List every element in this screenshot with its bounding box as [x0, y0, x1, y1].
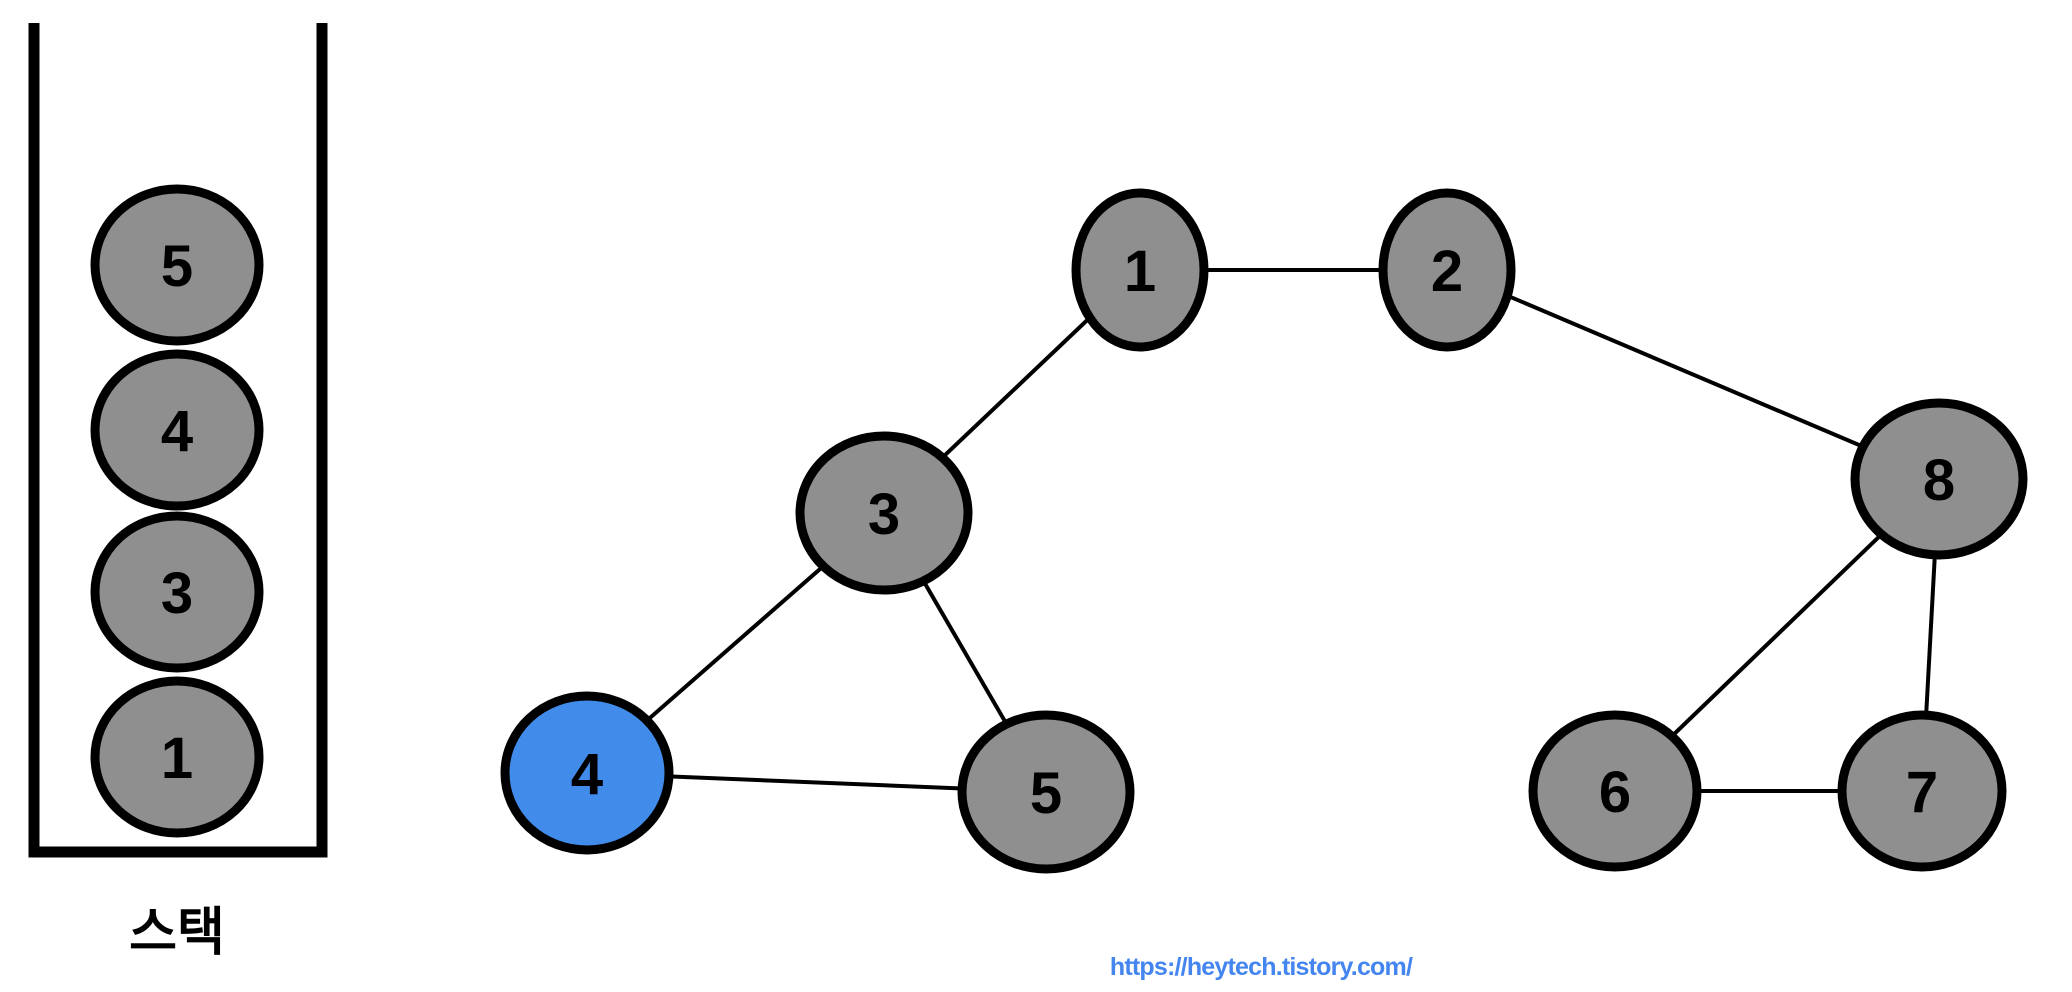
graph-node-5: 5 [957, 710, 1135, 874]
graph-node-circle [1528, 710, 1702, 872]
stack-item-circle [90, 511, 264, 673]
stack-item-circle [90, 184, 264, 346]
stack-item-label: 3 [161, 561, 193, 626]
stack-item-label: 1 [161, 726, 193, 791]
graph-node-circle [1850, 398, 2028, 560]
graph-node-label: 6 [1599, 760, 1631, 825]
graph-node-8: 8 [1850, 398, 2028, 560]
stack-container-outline [28, 23, 328, 858]
graph-node-label: 2 [1431, 239, 1463, 304]
graph-node-7: 7 [1837, 710, 2007, 872]
graph-node-3: 3 [795, 431, 973, 595]
graph-edges [585, 268, 1941, 794]
graph-node-circle [1378, 188, 1516, 352]
graph-node-label: 4 [571, 742, 603, 807]
graph-nodes: 1 2 3 4 5 6 7 8 [500, 188, 2028, 874]
stack-item-circle [90, 676, 264, 838]
graph-node-label: 1 [1124, 239, 1156, 304]
graph-node-circle-current [500, 691, 674, 855]
edge-2-8 [1446, 268, 1940, 481]
graph-node-label: 3 [868, 482, 900, 547]
stack-items: 5 4 3 1 [90, 184, 264, 838]
stack-item-3: 3 [90, 511, 264, 673]
graph-node-4: 4 [500, 691, 674, 855]
stack-item-circle [90, 349, 264, 511]
site-watermark-link: https://heytech.tistory.com/ [1110, 953, 1413, 981]
graph-node-6: 6 [1528, 710, 1702, 872]
graph-node-1: 1 [1071, 188, 1209, 352]
graph-node-2: 2 [1378, 188, 1516, 352]
graph-node-circle [957, 710, 1135, 874]
graph-node-circle [1071, 188, 1209, 352]
graph-node-label: 8 [1923, 448, 1955, 513]
graph-node-label: 5 [1030, 761, 1062, 826]
graph-node-label: 7 [1906, 760, 1938, 825]
stack-item-4: 4 [90, 349, 264, 511]
stack-item-1: 1 [90, 676, 264, 838]
stack: 5 4 3 1 스택 [28, 23, 328, 962]
stack-item-label: 5 [161, 234, 193, 299]
stack-item-5: 5 [90, 184, 264, 346]
graph-node-circle [1837, 710, 2007, 872]
graph-node-circle [795, 431, 973, 595]
stack-item-label: 4 [161, 399, 193, 464]
stack-label: 스택 [129, 904, 225, 962]
